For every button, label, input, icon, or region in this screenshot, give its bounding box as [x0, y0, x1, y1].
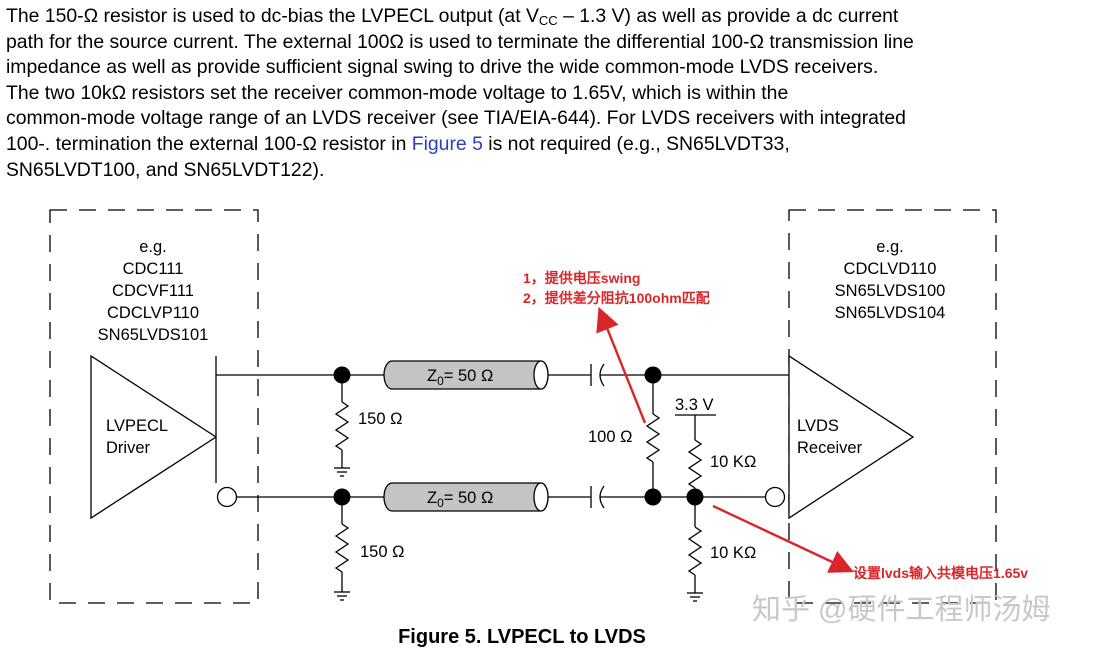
receiver-boundary-box	[788, 209, 997, 604]
termination-resistor-label: 100 Ω	[588, 428, 632, 446]
receiver-inverted-input-bubble	[764, 486, 786, 508]
divider-resistor-top-label: 10 KΩ	[710, 453, 756, 471]
paragraph-line-5: common-mode voltage range of an LVDS rec…	[6, 107, 906, 130]
driver-example-2: CDCVF111	[112, 282, 194, 300]
paragraph-line-7: SN65LVDT100, and SN65LVDT122).	[6, 158, 325, 181]
paragraph-line-1-text: The 150-Ω resistor is used to dc-bias th…	[6, 5, 539, 27]
receiver-example-0: e.g.	[876, 238, 904, 256]
driver-example-list: e.g. CDC111 CDCVF111 CDCLVP110 SN65LVDS1…	[98, 238, 209, 344]
paragraph-line-1-tail: – 1.3 V) as well as provide a dc current	[557, 5, 899, 27]
driver-example-3: CDCLVP110	[107, 304, 199, 322]
annotation-arrow-1	[596, 306, 647, 424]
bias-resistor-top-label: 150 Ω	[358, 410, 402, 428]
paragraph-line-4: The two 10kΩ resistors set the receiver …	[6, 81, 789, 104]
termination-resistor	[645, 375, 661, 497]
supply-rail	[675, 414, 716, 440]
paragraph-line-3: impedance as well as provide sufficient …	[6, 56, 879, 79]
receiver-triangle	[788, 354, 915, 520]
receiver-example-list: e.g. CDCLVD110 SN65LVDS100 SN65LVDS104	[835, 238, 946, 322]
driver-example-1: CDC111	[123, 260, 184, 278]
coupling-capacitor-bottom	[590, 485, 605, 509]
paragraph-line-6-tail: is not required (e.g., SN65LVDT33,	[482, 132, 790, 155]
annotation-arrow-2	[712, 504, 854, 573]
paragraph-line-6: 100-. termination the external 100-Ω res…	[6, 132, 1114, 158]
annotation-note-3: 设置lvds输入共模电压1.65v	[853, 565, 1028, 581]
receiver-example-3: SN65LVDS104	[835, 304, 946, 322]
driver-label-line1: LVPECL	[106, 417, 168, 435]
receiver-label-line1: LVDS	[797, 417, 839, 435]
receiver-example-2: SN65LVDS100	[835, 282, 946, 300]
driver-example-4: SN65LVDS101	[98, 326, 209, 344]
bias-resistor-bottom-label: 150 Ω	[360, 543, 404, 561]
junction-dots	[333, 366, 704, 506]
bias-resistor-top	[334, 375, 350, 477]
vcc-subscript: CC	[538, 13, 558, 28]
receiver-example-1: CDCLVD110	[844, 260, 937, 278]
driver-label-line2: Driver	[106, 439, 151, 457]
bias-resistor-bottom	[334, 497, 350, 601]
paragraph-line-6-text: 100-. termination the external 100-Ω res…	[6, 132, 412, 155]
paragraph-line-2: path for the source current. The externa…	[6, 30, 914, 53]
annotation-note-1: 1，提供电压swing	[523, 270, 640, 286]
description-paragraph: The 150-Ω resistor is used to dc-bias th…	[6, 4, 1114, 183]
driver-triangle	[90, 354, 218, 520]
driver-boundary-box	[49, 209, 259, 604]
transmission-line-top: Z0= 50 Ω	[383, 360, 549, 390]
figure-caption: Figure 5. LVPECL to LVDS	[398, 626, 646, 648]
figure-5-link[interactable]: Figure 5	[411, 132, 483, 155]
annotation-note-2: 2，提供差分阻抗100ohm匹配	[523, 290, 710, 306]
transmission-line-bottom: Z0= 50 Ω	[383, 482, 549, 512]
divider-resistor-bottom-label: 10 KΩ	[710, 544, 756, 562]
paragraph-line-1: The 150-Ω resistor is used to dc-bias th…	[6, 4, 1114, 30]
coupling-capacitor-top	[590, 363, 605, 387]
tl-top-z-symbol: Z0= 50 Ω	[427, 367, 493, 388]
divider-resistor-bottom	[687, 497, 703, 602]
signal-wires	[216, 374, 789, 498]
divider-resistor-top	[687, 439, 703, 497]
watermark: 知乎 @硬件工程师汤姆	[752, 593, 1051, 626]
tl-bottom-z-symbol: Z0= 50 Ω	[427, 489, 493, 510]
driver-example-0: e.g.	[139, 238, 167, 256]
supply-voltage-label: 3.3 V	[675, 396, 714, 414]
driver-inverted-output-bubble	[216, 486, 238, 508]
receiver-label-line2: Receiver	[797, 439, 863, 457]
